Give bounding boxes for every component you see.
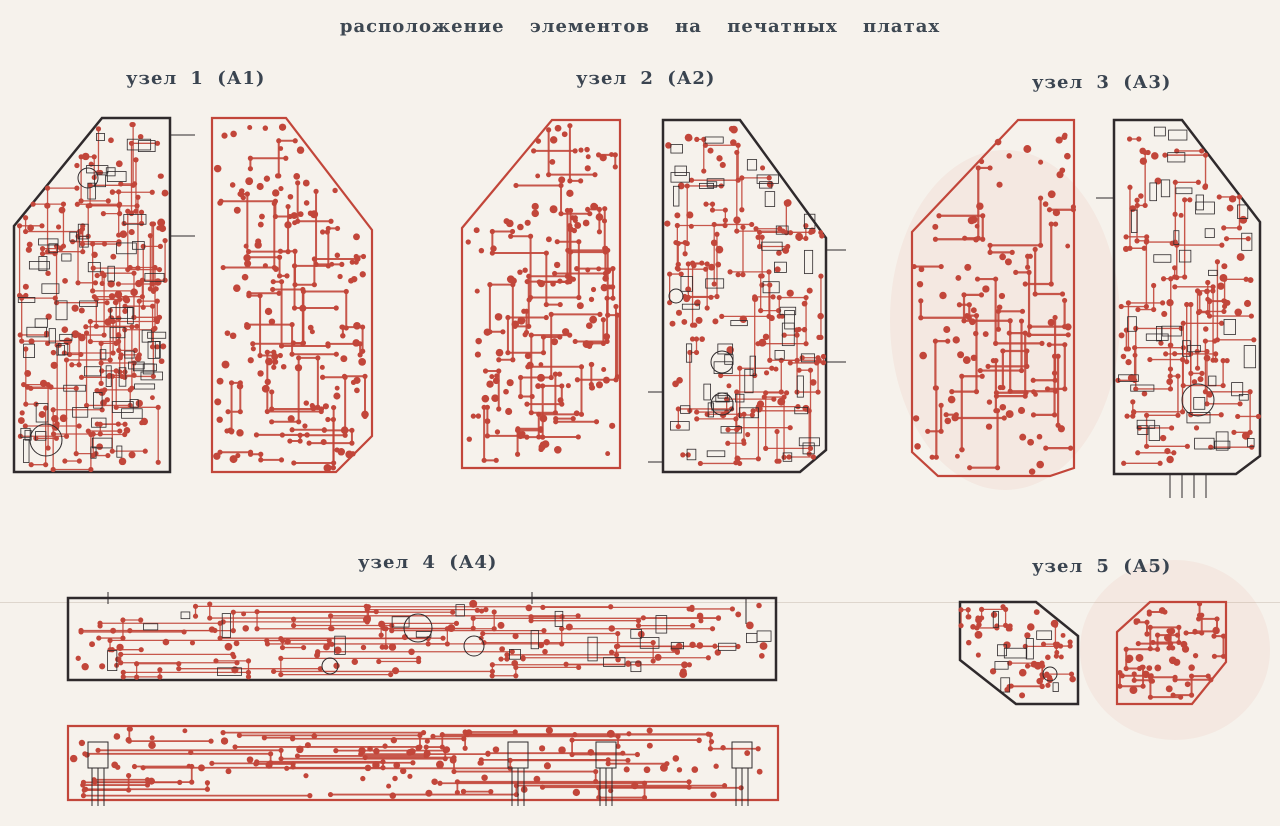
board-a5-component-side — [958, 600, 1080, 706]
page-title: расположение элементов на печатных плата… — [339, 16, 941, 37]
board-a3-trace-side — [910, 118, 1076, 478]
node-1-label: узел 1 (А1) — [126, 68, 266, 89]
board-a2-trace-side — [460, 118, 622, 470]
board-a4-component-side — [66, 592, 778, 682]
board-a1-trace-side — [210, 116, 374, 474]
node-2-label: узел 2 (А2) — [576, 68, 716, 89]
board-a1-component-side — [12, 116, 195, 474]
board-a5-trace-side — [1115, 600, 1228, 706]
board-a2-component-side — [648, 118, 846, 474]
node-5-label: узел 5 (А5) — [1032, 556, 1172, 577]
stain — [1080, 560, 1270, 740]
board-a4-trace-side — [66, 724, 780, 806]
node-4-label: узел 4 (А4) — [358, 552, 498, 573]
fold-line — [0, 602, 1280, 603]
board-a3-component-side — [1096, 118, 1262, 498]
node-3-label: узел 3 (А3) — [1032, 72, 1172, 93]
